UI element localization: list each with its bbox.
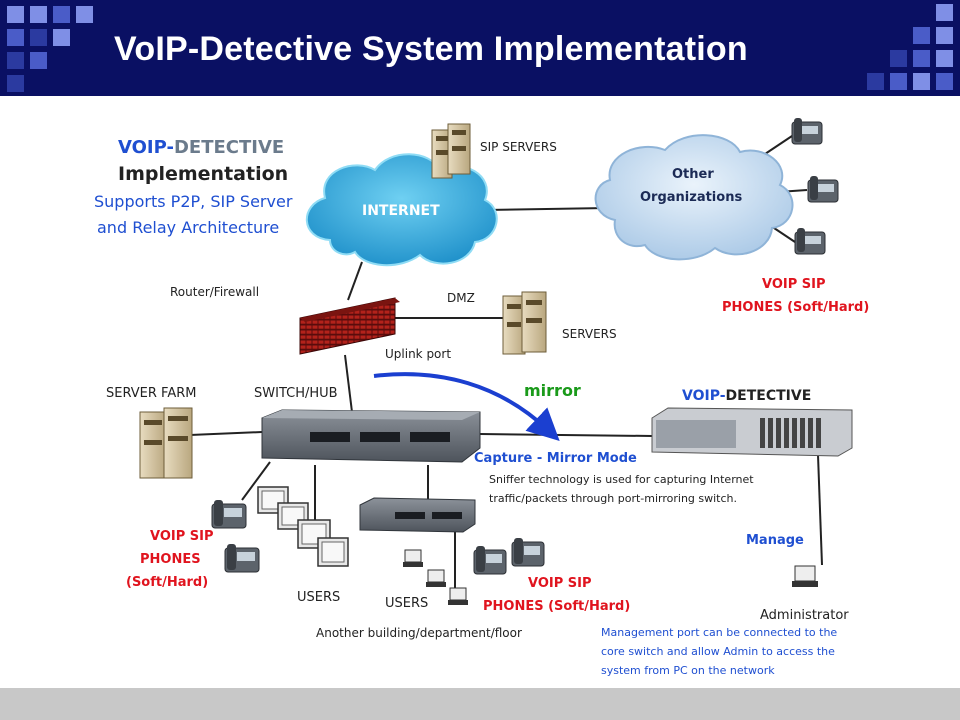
header-decoration-square <box>76 6 93 23</box>
dmz-label: DMZ <box>447 291 475 305</box>
header-decoration-square <box>890 50 907 67</box>
ip-phone-icon <box>211 500 247 529</box>
voip-phones-left-label-1: VOIP SIP <box>150 529 214 544</box>
manage-label: Manage <box>746 533 804 548</box>
voip-phones-middle-label-1: VOIP SIP <box>528 576 592 591</box>
header-decoration-square <box>867 73 884 90</box>
uplink-port-label: Uplink port <box>385 347 451 361</box>
header-decoration-square <box>7 6 24 23</box>
header-decoration-square <box>913 27 930 44</box>
header-decoration-square <box>936 50 953 67</box>
router-firewall-icon <box>299 297 400 355</box>
detective-prefix: VOIP- <box>682 388 726 404</box>
voip-phones-right-label-1: VOIP SIP <box>762 277 826 292</box>
server-farm-icon <box>139 407 193 479</box>
router-firewall-label: Router/Firewall <box>170 285 259 299</box>
brand-suffix: DETECTIVE <box>174 137 284 158</box>
user-computer-icon <box>403 549 423 567</box>
internet-cloud <box>305 153 498 267</box>
switch-to-detective-line <box>479 433 653 437</box>
sniffer-description-1: Sniffer technology is used for capturing… <box>489 473 754 486</box>
voip-phones-left-label-3: (Soft/Hard) <box>126 575 208 590</box>
header-decoration-square <box>30 29 47 46</box>
user-computer-icon <box>426 569 446 587</box>
ip-phone-icon <box>807 176 839 203</box>
other-organizations-label-2: Organizations <box>640 190 742 205</box>
management-description-2: core switch and allow Admin to access th… <box>601 645 835 658</box>
internet-to-firewall-line <box>347 261 363 301</box>
dmz-servers-icon <box>502 291 547 355</box>
diagram-labels: VOIP-DETECTIVE Implementation Supports P… <box>94 137 869 677</box>
second-switch-icon <box>359 497 476 533</box>
header-decoration-square <box>7 29 24 46</box>
header-decoration-square <box>30 52 47 69</box>
detective-to-admin-line <box>817 454 823 566</box>
internet-label: INTERNET <box>362 203 440 219</box>
slide-footer-bar <box>0 688 960 720</box>
main-switch-icon <box>261 409 481 463</box>
user-computer-icon <box>317 537 349 567</box>
voip-detective-appliance-icon <box>651 407 853 457</box>
administrator-label: Administrator <box>760 608 849 623</box>
sniffer-description-2: traffic/packets through port-mirroring s… <box>489 492 737 505</box>
brand-prefix: VOIP- <box>118 137 174 158</box>
slide-header: VoIP-Detective System Implementation <box>0 0 960 96</box>
voip-phones-left-label-2: PHONES <box>140 552 201 567</box>
supports-line-2: and Relay Architecture <box>97 218 279 237</box>
sip-servers-icon <box>431 123 471 179</box>
ip-phone-icon <box>473 546 507 575</box>
header-decoration-square <box>7 75 24 92</box>
header-decoration-square <box>936 4 953 21</box>
header-decoration-square <box>7 52 24 69</box>
management-description-1: Management port can be connected to the <box>601 626 837 639</box>
detective-appliance-label: VOIP-DETECTIVE <box>682 388 811 404</box>
header-decoration-square <box>53 29 70 46</box>
servers-label: SERVERS <box>562 327 617 341</box>
ip-phone-icon <box>794 228 826 255</box>
header-decoration-square <box>936 27 953 44</box>
header-decoration-square <box>890 73 907 90</box>
another-building-label: Another building/department/floor <box>316 626 522 640</box>
slide-title: VoIP-Detective System Implementation <box>114 30 748 68</box>
supports-line-1: Supports P2P, SIP Server <box>94 192 293 211</box>
brand-heading: VOIP-DETECTIVE <box>118 137 284 158</box>
ip-phone-icon <box>224 544 260 573</box>
capture-mode-label: Capture - Mirror Mode <box>474 451 637 466</box>
switch-to-serverfarm-line <box>189 431 263 436</box>
header-decoration-square <box>30 6 47 23</box>
mirror-arrow <box>373 372 560 441</box>
voip-phones-middle-label-2: PHONES (Soft/Hard) <box>483 599 630 614</box>
other-organizations-cloud <box>594 134 794 261</box>
sip-servers-label: SIP SERVERS <box>480 140 557 154</box>
ip-phone-icon <box>511 538 545 567</box>
header-decoration-square <box>53 6 70 23</box>
internet-to-other-line <box>484 207 609 211</box>
other-organizations-label-1: Other <box>672 167 714 182</box>
management-description-3: system from PC on the network <box>601 664 775 677</box>
users-left-label: USERS <box>297 590 340 605</box>
phone-to-switch-line <box>241 461 271 501</box>
ip-phone-icon <box>791 118 823 145</box>
firewall-to-switch-line <box>344 354 353 413</box>
users-middle-label: USERS <box>385 596 428 611</box>
header-decoration-square <box>913 73 930 90</box>
header-decoration-square <box>913 50 930 67</box>
administrator-computer-icon <box>792 565 818 587</box>
switch-hub-label: SWITCH/HUB <box>254 386 338 401</box>
detective-suffix: DETECTIVE <box>726 388 812 404</box>
voip-phones-right-label-2: PHONES (Soft/Hard) <box>722 300 869 315</box>
implementation-heading: Implementation <box>118 163 288 185</box>
mirror-label: mirror <box>524 381 581 400</box>
server-farm-label: SERVER FARM <box>106 386 197 401</box>
user-computer-icon <box>448 587 468 605</box>
header-decoration-square <box>936 73 953 90</box>
